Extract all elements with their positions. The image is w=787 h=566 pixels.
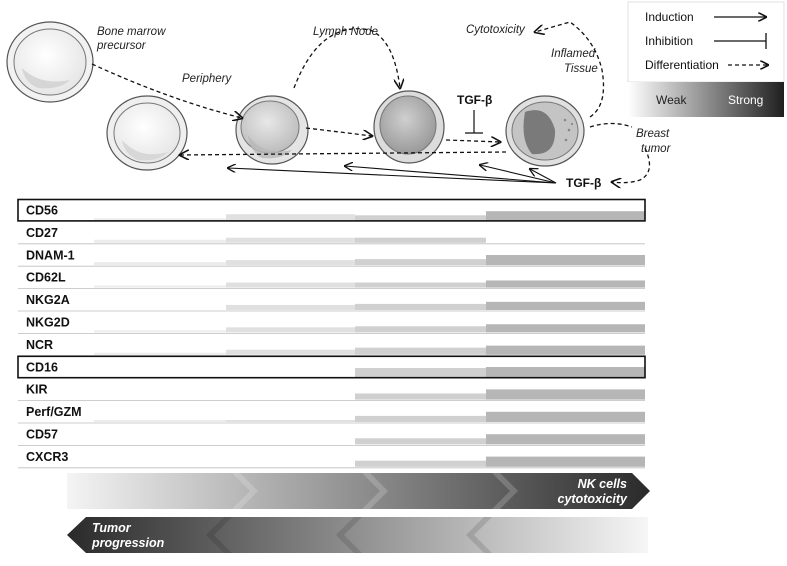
legend-differentiation-label: Differentiation <box>645 58 719 72</box>
tgf-beta-top-label: TGF-β <box>457 93 492 107</box>
expression-bar <box>226 420 355 422</box>
expression-bar <box>226 214 355 221</box>
expression-bar <box>355 237 486 243</box>
expression-bar <box>486 324 645 333</box>
periphery-cell <box>106 95 188 171</box>
marker-row: CD27 <box>18 226 645 245</box>
expression-bar <box>94 420 226 422</box>
marker-label: NKG2A <box>26 293 70 307</box>
expression-bar <box>226 237 355 243</box>
marker-row: CD62L <box>18 271 645 290</box>
expression-bar <box>355 215 486 221</box>
breast-tumor-label: Breast <box>636 128 670 140</box>
expression-bar <box>355 460 486 467</box>
marker-row: CD16 <box>17 355 646 379</box>
expression-bar <box>355 259 486 266</box>
expression-bar <box>486 255 645 266</box>
expression-bar <box>486 367 645 378</box>
legend-weak-label: Weak <box>656 93 687 107</box>
marker-label: KIR <box>26 383 48 397</box>
tumor-progression-label: Tumor <box>92 521 132 535</box>
expression-bar <box>355 438 486 445</box>
bone-marrow-precursor-cell <box>6 21 94 103</box>
inflamed-tissue-cell <box>505 95 585 167</box>
tumor-progression-label-2: progression <box>91 536 165 550</box>
expression-bar <box>486 434 645 445</box>
lymph-node-cell-1 <box>235 95 309 165</box>
expression-bar <box>226 327 355 333</box>
marker-label: CD62L <box>26 271 66 285</box>
legend-strong-label: Strong <box>728 93 763 107</box>
expression-bar <box>355 326 486 333</box>
marker-row: CD57 <box>18 428 645 446</box>
periphery-label: Periphery <box>182 73 232 85</box>
expression-bar <box>94 218 226 221</box>
marker-label: DNAM-1 <box>26 248 75 262</box>
lymph-node-label: Lymph Node <box>313 26 378 38</box>
expression-bar <box>355 368 486 378</box>
marker-row: DNAM-1 <box>18 248 645 267</box>
marker-row: NCR <box>18 338 645 357</box>
legend-induction-label: Induction <box>645 10 694 24</box>
expression-bar <box>355 303 486 310</box>
expression-bar <box>226 282 355 288</box>
expression-bar <box>94 285 226 288</box>
tgf-beta-bottom-label: TGF-β <box>566 176 601 190</box>
differentiation-arrows <box>91 21 651 183</box>
expression-bar <box>226 304 355 310</box>
marker-label: NKG2D <box>26 316 70 330</box>
highlight-box <box>17 355 646 379</box>
expression-bar <box>486 211 645 221</box>
expression-bar <box>94 239 226 243</box>
expression-bar <box>94 330 226 333</box>
nk-cytotoxicity-label-2: cytotoxicity <box>558 492 629 506</box>
expression-bar <box>355 282 486 288</box>
nk-cytotoxicity-label: NK cells <box>578 477 627 491</box>
expression-bar <box>486 280 645 288</box>
inflamed-tissue-label-2: Tissue <box>564 63 598 75</box>
marker-label: CXCR3 <box>26 450 68 464</box>
marker-label: CD27 <box>26 226 58 240</box>
marker-label: NCR <box>26 338 53 352</box>
expression-bar <box>355 393 486 400</box>
expression-bar <box>486 301 645 310</box>
inhibition-symbol <box>465 110 483 134</box>
marker-label: CD56 <box>26 204 58 218</box>
induction-arrows <box>228 165 557 184</box>
highlight-box <box>17 198 646 222</box>
marker-row: KIR <box>18 383 645 402</box>
marker-label: CD16 <box>26 360 58 374</box>
marker-row: NKG2D <box>18 316 645 334</box>
inflamed-tissue-label: Inflamed <box>551 48 596 60</box>
expression-bar <box>226 260 355 266</box>
bone-marrow-label: Bone marrow <box>97 26 166 38</box>
marker-row: NKG2A <box>18 293 645 312</box>
marker-label: CD57 <box>26 428 58 442</box>
bone-marrow-label-2: precursor <box>96 40 147 52</box>
expression-bar <box>226 349 355 355</box>
expression-bar <box>486 456 645 467</box>
expression-bar <box>355 415 486 422</box>
legend: Induction Inhibition Differentiation Wea… <box>627 1 785 117</box>
marker-row: Perf/GZM <box>18 405 645 424</box>
expression-bar <box>486 345 645 355</box>
marker-row: CD56 <box>17 198 646 222</box>
nk-cytotoxicity-arrow: NK cells cytotoxicity <box>67 473 650 509</box>
breast-tumor-label-2: tumor <box>641 143 672 155</box>
expression-bar <box>94 262 226 266</box>
expression-bar <box>94 352 226 355</box>
cytotoxicity-label: Cytotoxicity <box>466 24 526 36</box>
legend-inhibition-label: Inhibition <box>645 34 693 48</box>
marker-label: Perf/GZM <box>26 405 82 419</box>
expression-bar <box>486 411 645 422</box>
marker-row: CXCR3 <box>18 450 645 469</box>
expression-bar <box>486 389 645 400</box>
legend-intensity-gradient <box>628 82 784 117</box>
expression-bar <box>355 347 486 355</box>
tumor-progression-arrow: Tumor progression <box>67 517 648 553</box>
lymph-node-cell-2 <box>373 90 445 164</box>
